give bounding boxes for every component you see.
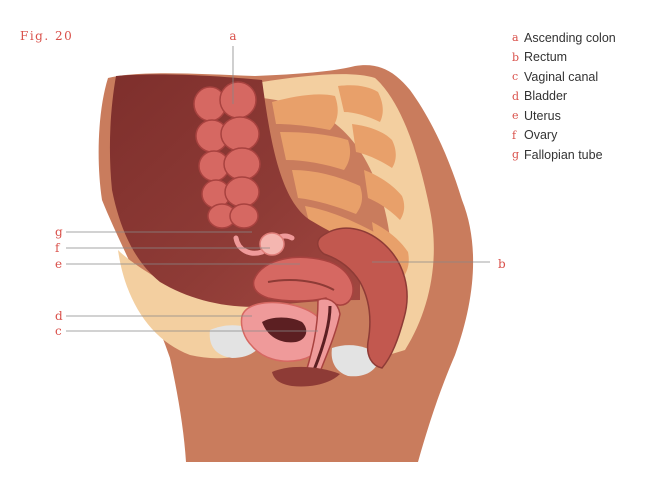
fallopian-tube <box>233 233 295 256</box>
legend-key: d <box>512 89 520 103</box>
legend-key: b <box>512 50 520 64</box>
legend-key: g <box>512 148 520 162</box>
marker-a: a <box>229 29 236 43</box>
legend-item: b Rectum <box>512 48 616 68</box>
legend-label: Fallopian tube <box>524 147 603 162</box>
vertebrae <box>272 85 409 276</box>
perineum <box>272 366 340 387</box>
vaginal-canal <box>304 298 341 373</box>
bladder-lumen <box>262 317 307 343</box>
legend-label: Ovary <box>524 128 558 143</box>
figure-label: Fig. 20 <box>20 29 74 43</box>
marker-g: g <box>55 225 63 239</box>
legend-item: a Ascending colon <box>512 28 616 48</box>
legend-item: g Fallopian tube <box>512 145 616 165</box>
legend-item: f Ovary <box>512 126 616 146</box>
marker-b: b <box>498 257 506 271</box>
legend-label: Ascending colon <box>524 30 616 45</box>
uterine-cavity <box>267 279 335 291</box>
vaginal-lumen <box>312 305 332 371</box>
marker-e: e <box>55 257 62 271</box>
legend-label: Rectum <box>524 50 568 65</box>
legend-item: e Uterus <box>512 106 616 126</box>
legend-key: f <box>512 128 517 142</box>
ovary <box>259 232 285 256</box>
legend-key: a <box>512 31 519 45</box>
leader-lines <box>66 46 490 332</box>
rectum <box>317 227 408 369</box>
legend-label: Vaginal canal <box>524 69 599 84</box>
marker-d: d <box>55 309 63 323</box>
legend-item: c Vaginal canal <box>512 67 616 87</box>
legend-label: Bladder <box>524 89 568 104</box>
legend-item: d Bladder <box>512 87 616 107</box>
marker-f: f <box>55 241 61 255</box>
ascending-colon <box>193 81 261 229</box>
legend-key: c <box>512 70 519 84</box>
legend-key: e <box>512 109 519 123</box>
legend-label: Uterus <box>524 108 561 123</box>
marker-c: c <box>55 324 62 338</box>
